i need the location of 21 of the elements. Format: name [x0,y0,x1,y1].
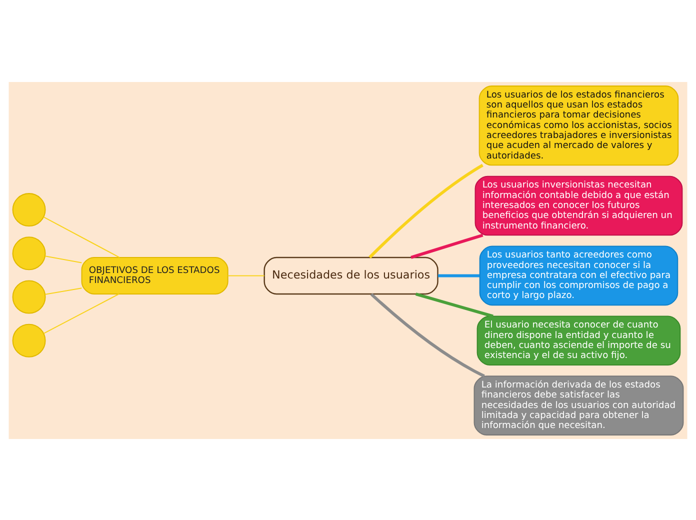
node-box: Los usuarios tanto acreedores como proveedores necesitan conocer si la empresa contratara con el efectivo para cumplir con los compromisos de pago a corto y largo plazo. [479,245,678,306]
node-circle [12,236,46,270]
connector [415,292,494,318]
node-box: OBJETIVOS DE LOS ESTADOS FINANCIEROS [81,256,228,294]
connector [410,233,484,258]
node-box: Los usuarios de los estados financieros son aquellos que usan los estados financieros para tomar decisiones económicas como los accionistas, socios acreedores trabajadores e inversionistas que acuden al mercado de valores y autoridades. [478,85,679,166]
node-box: Los usuarios inversionistas necesitan información contable debido a que están interesados en conocer los futuros beneficios que obtendrán si adquieren un instrumento financiero. [474,175,683,236]
node-circle [12,323,46,357]
node-circle [12,280,46,314]
connector [44,216,120,258]
node-box: Necesidades de los usuarios [264,256,438,294]
connector [44,293,120,334]
node-box: El usuario necesita conocer de cuanto dinero dispone la entidad y cuanto le deben, cuanto asciende el importe de su existencia y el de su activo fijo. [476,315,681,365]
node-box: La información derivada de los estados financieros debe satisfacer las necesidades de los usuarios con autoridad limitada y capacidad para obtener la información que necesitan. [474,375,684,435]
connector [368,163,484,258]
connector [370,292,485,377]
connector [228,274,264,276]
node-circle [12,192,46,226]
connector [438,274,480,277]
connector [45,255,82,263]
connector [45,287,82,294]
